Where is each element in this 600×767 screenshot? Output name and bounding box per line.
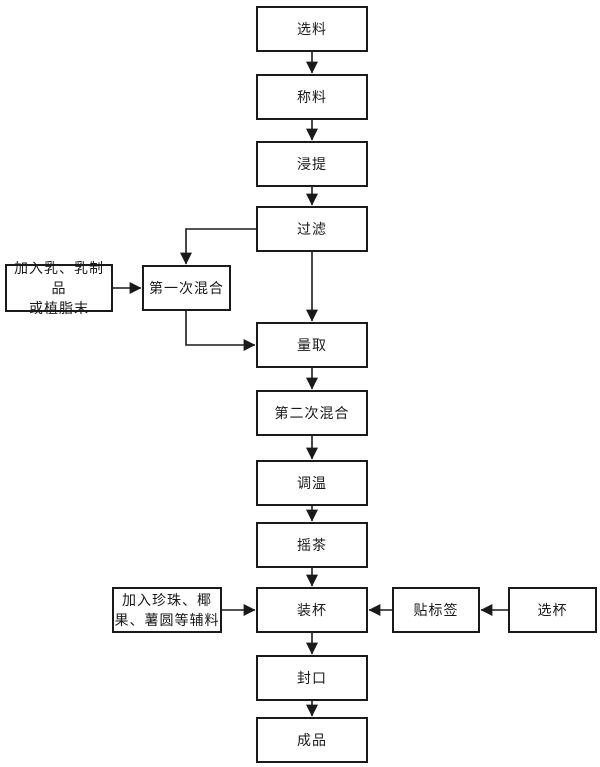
flow-node-extract: 浸提 — [256, 141, 368, 187]
flow-node-attach-label: 贴标签 — [392, 587, 480, 633]
flow-node-shake-tea: 摇茶 — [256, 522, 368, 568]
flow-node-select-material: 选料 — [256, 6, 368, 52]
flow-node-measure: 量取 — [256, 322, 368, 368]
flow-node-select-cup: 选杯 — [508, 587, 597, 633]
flow-node-fill-cup: 装杯 — [256, 587, 368, 633]
flow-node-seal: 封口 — [256, 655, 368, 701]
flow-node-add-milk: 加入乳、乳制品 或植脂末 — [5, 260, 113, 316]
edge-firstmix-to-measure — [185, 311, 256, 351]
flow-node-add-toppings: 加入珍珠、椰 果、薯圆等辅料 — [112, 587, 222, 633]
flow-node-filter: 过滤 — [256, 206, 368, 252]
flow-node-finished-product: 成品 — [256, 717, 368, 763]
edge-filter-to-firstmix — [180, 228, 256, 265]
flow-node-adjust-temperature: 调温 — [256, 460, 368, 506]
flow-node-weigh-material: 称料 — [256, 74, 368, 120]
flow-node-first-mix: 第一次混合 — [142, 265, 231, 311]
flow-node-second-mix: 第二次混合 — [256, 390, 368, 436]
